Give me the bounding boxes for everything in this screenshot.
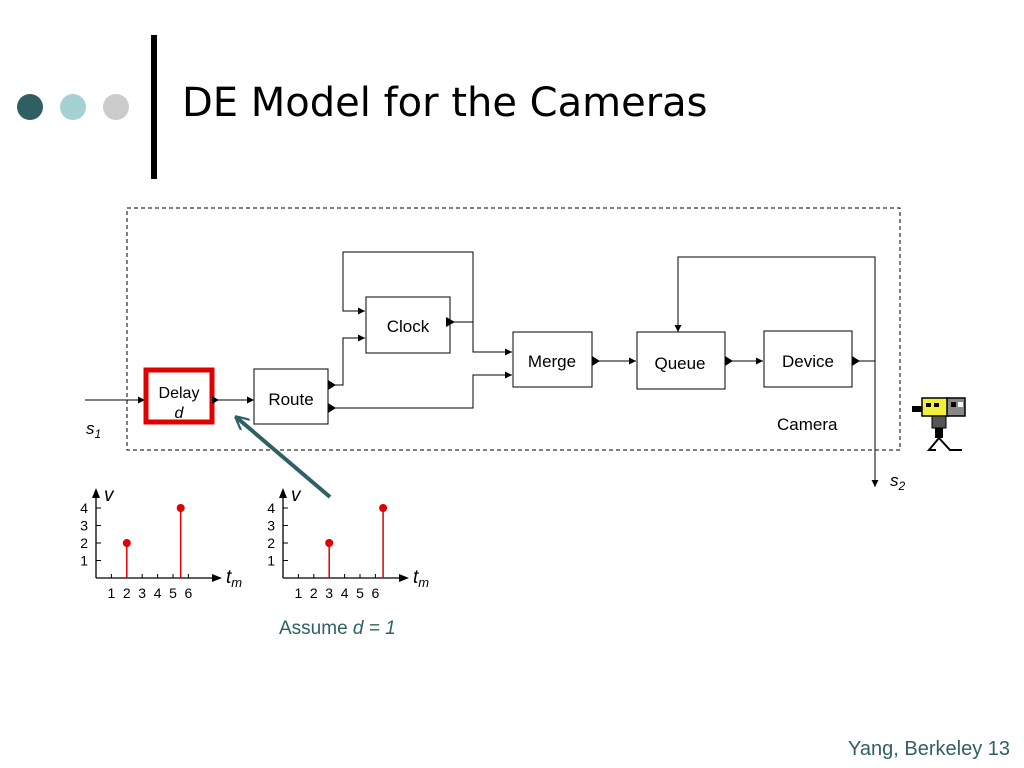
delay-block-param: d — [175, 405, 185, 422]
title-divider — [151, 35, 157, 179]
assume-caption: Assume d = 1 — [279, 618, 396, 639]
clock-to-merge-wire — [472, 322, 512, 356]
plot-1-x-tick-label: 5 — [356, 585, 364, 601]
clock-block-label: Clock — [387, 317, 430, 336]
plot-0-event-point — [176, 504, 185, 512]
plot-1-y-tick-label: 2 — [267, 535, 275, 551]
plot-1-x-tick-label: 3 — [325, 585, 333, 601]
camera-container-label: Camera — [777, 415, 838, 434]
merge-block-label: Merge — [528, 352, 576, 371]
plot-1-y-tick-label: 4 — [267, 500, 275, 516]
plot-1-y-tick-label: 3 — [267, 518, 275, 534]
route-block-label: Route — [268, 390, 313, 409]
plot-0-y-tick-label: 2 — [80, 535, 88, 551]
plot-1-y-arrow — [279, 488, 287, 498]
plot-0-event-point — [122, 539, 131, 547]
plot-1-y-label: v — [291, 485, 302, 506]
plot-0-x-tick-label: 4 — [154, 585, 162, 601]
delay-pointer-arrow — [236, 417, 332, 499]
device-to-queue-feedback-wire — [674, 256, 876, 362]
plot-1-x-label: tm — [413, 567, 429, 590]
plot-0-x-tick-label: 1 — [108, 585, 116, 601]
queue-block-label: Queue — [654, 354, 705, 373]
plot-1-x-tick-label: 1 — [295, 585, 303, 601]
footer-credit: Yang, Berkeley 13 — [848, 738, 1010, 760]
route-block[interactable]: Route — [253, 368, 336, 425]
plot-0-y-tick-label: 1 — [80, 553, 88, 569]
bullet-dot-teal — [60, 94, 86, 120]
plot-0-y-tick-label: 3 — [80, 518, 88, 534]
device-block-label: Device — [782, 352, 834, 371]
bullet-dot-dark — [17, 94, 43, 120]
plot-1-x-tick-label: 6 — [372, 585, 380, 601]
plot-0-y-arrow — [92, 488, 100, 498]
page-title: DE Model for the Cameras — [182, 80, 708, 126]
delay-block-label: Delay — [159, 385, 200, 402]
plot-1-event-point — [379, 504, 388, 512]
camera-person-icon — [912, 397, 966, 451]
route-to-clock-wire — [328, 334, 365, 386]
plot-0-x-label: tm — [226, 567, 242, 590]
plot-0-x-tick-label: 2 — [123, 585, 131, 601]
plot-1-x-tick-label: 4 — [341, 585, 349, 601]
plot-0-y-tick-label: 4 — [80, 500, 88, 516]
plot-0-y-label: v — [104, 485, 115, 506]
route-to-merge-wire — [328, 371, 512, 409]
input-signal-label: s1 — [86, 419, 101, 441]
device-block[interactable]: Device — [763, 330, 860, 388]
plot-1-x-arrow — [399, 574, 409, 582]
clock-feedback-wire — [342, 251, 474, 323]
merge-block[interactable]: Merge — [512, 331, 600, 388]
output-signal-label: s2 — [890, 471, 906, 493]
plot-1-y-tick-label: 1 — [267, 553, 275, 569]
camera-container — [126, 207, 901, 451]
delay-block[interactable]: Delay d — [143, 367, 219, 425]
plot-0-x-tick-label: 5 — [169, 585, 177, 601]
plot-0-x-tick-label: 6 — [185, 585, 193, 601]
plot-0-x-arrow — [212, 574, 222, 582]
plot-0-x-tick-label: 3 — [138, 585, 146, 601]
queue-block[interactable]: Queue — [636, 331, 733, 390]
clock-block[interactable]: Clock — [365, 296, 455, 354]
plot-1-x-tick-label: 2 — [310, 585, 318, 601]
plot-1-event-point — [325, 539, 334, 547]
bullet-dot-gray — [103, 94, 129, 120]
